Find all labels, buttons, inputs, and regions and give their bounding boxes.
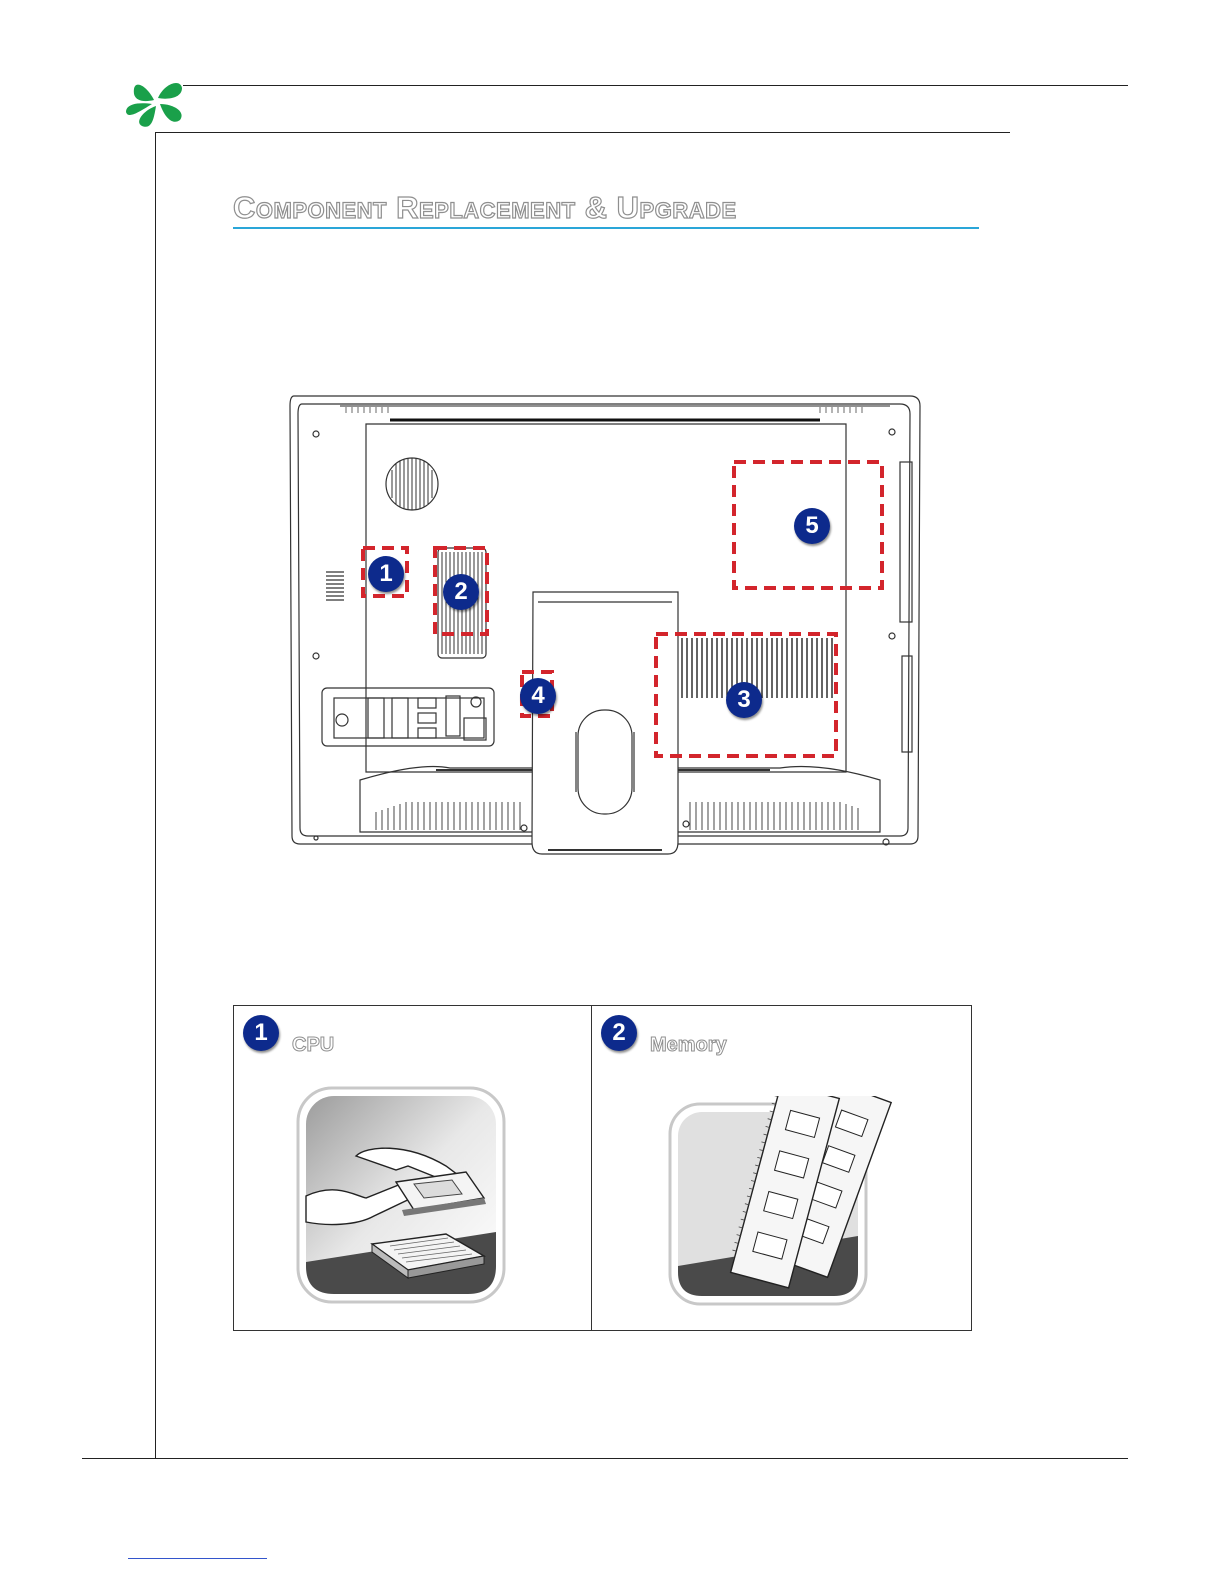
callout-badge-5: 5 [794,508,830,544]
component-label-cpu: CPU [292,1034,334,1057]
header-bottom-rule [155,132,1010,133]
callout-badge-4: 4 [520,678,556,714]
callout-badge-3: 3 [726,682,762,718]
title-underline [233,227,979,229]
msi-clover-icon [124,74,188,130]
callout-badge-1: 1 [368,556,404,592]
callout-badge-2: 2 [443,574,479,610]
component-badge-2: 2 [601,1015,637,1051]
component-label-memory: Memory [650,1034,727,1057]
footer-rule [82,1458,1128,1459]
component-table: 1 CPU [233,1005,972,1331]
cpu-install-icon [296,1086,506,1304]
footer-link-underline [128,1558,267,1559]
header-top-rule [183,85,1128,86]
component-cell-cpu: 1 CPU [234,1006,591,1330]
section-title: Component Replacement & Upgrade [233,190,737,226]
component-badge-1: 1 [243,1015,279,1051]
memory-modules-icon [668,1096,868,1306]
rear-view-figure: 1 2 3 4 5 [280,392,925,862]
left-margin-rule [155,132,156,1459]
component-cell-memory: 2 Memory [592,1006,973,1330]
